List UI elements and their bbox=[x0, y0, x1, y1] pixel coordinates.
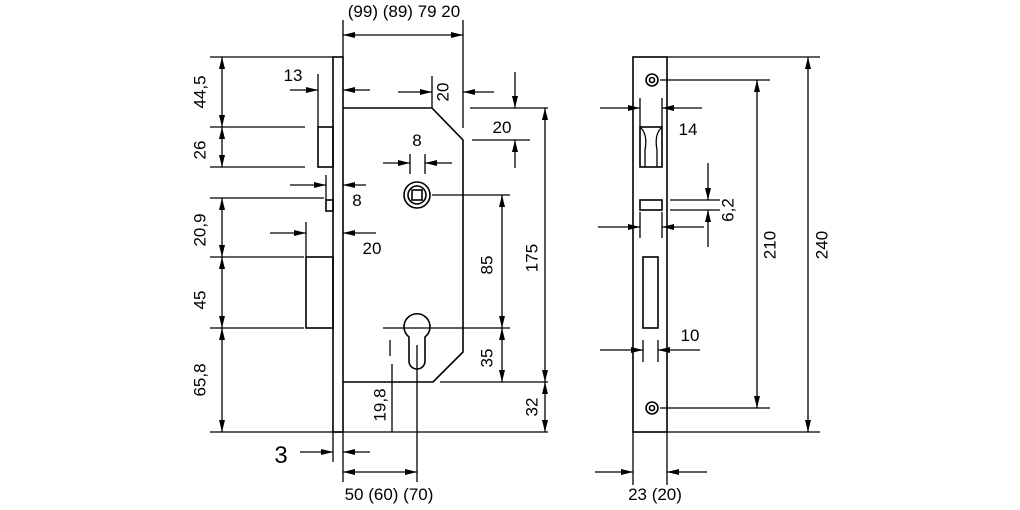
label-follower-to-cylinder: 85 bbox=[478, 256, 497, 275]
label-keyhole-depth: 19,8 bbox=[371, 388, 390, 421]
latch-opening-curve-left bbox=[639, 126, 647, 167]
label-case-to-plate-bottom: 32 bbox=[523, 398, 542, 417]
latch-opening-curve-right bbox=[655, 126, 663, 167]
label-plate-height: 240 bbox=[813, 231, 832, 259]
deadbolt bbox=[305, 256, 334, 329]
latch-tab bbox=[325, 199, 334, 212]
label-chamfer-height: 20 bbox=[493, 118, 512, 137]
faceplate-side bbox=[332, 56, 344, 433]
side-view: (99) (89) 79 20 13 44,5 26 20 20 8 8 20,… bbox=[191, 2, 548, 504]
faceplate-front bbox=[632, 56, 668, 433]
label-tab-opening-height: 6,2 bbox=[719, 198, 738, 222]
label-backset: 50 (60) (70) bbox=[345, 485, 434, 504]
label-deadbolt-height: 45 bbox=[191, 291, 210, 310]
label-latch-to-deadbolt: 20,9 bbox=[191, 213, 210, 246]
label-deadbolt-to-bottom: 65,8 bbox=[191, 363, 210, 396]
bottom-screw-hole-inner bbox=[648, 404, 656, 412]
label-cylinder-to-case-bottom: 35 bbox=[478, 349, 497, 368]
follower-inner-ring bbox=[407, 185, 427, 205]
deadbolt-opening bbox=[642, 256, 659, 329]
tab-opening bbox=[639, 199, 663, 211]
front-view: 14 6,2 210 240 10 23 (20) bbox=[595, 56, 832, 504]
label-latch-opening-width: 14 bbox=[679, 120, 698, 139]
latch-opening bbox=[639, 126, 663, 168]
label-top-width: (99) (89) 79 20 bbox=[348, 2, 460, 21]
label-deadbolt-opening-width: 10 bbox=[681, 326, 700, 345]
latch-bolt bbox=[317, 126, 334, 168]
label-latch-offset: 13 bbox=[284, 66, 303, 85]
lock-case-outline bbox=[343, 107, 464, 383]
follower-square bbox=[411, 189, 423, 201]
label-deadbolt-throw: 20 bbox=[363, 239, 382, 258]
label-chamfer-width: 20 bbox=[434, 83, 453, 102]
label-latch-height: 26 bbox=[191, 141, 210, 160]
label-follower-square: 8 bbox=[412, 131, 421, 150]
follower-outer-ring bbox=[403, 181, 431, 209]
label-latch-tab: 8 bbox=[352, 191, 361, 210]
label-top-to-latch: 44,5 bbox=[191, 75, 210, 108]
bottom-screw-hole bbox=[645, 401, 659, 415]
label-plate-thickness: 3 bbox=[274, 442, 287, 469]
label-screw-spacing: 210 bbox=[761, 231, 780, 259]
label-plate-width: 23 (20) bbox=[628, 485, 682, 504]
top-screw-hole-inner bbox=[648, 76, 656, 84]
label-case-height: 175 bbox=[523, 244, 542, 272]
top-screw-hole bbox=[645, 73, 659, 87]
